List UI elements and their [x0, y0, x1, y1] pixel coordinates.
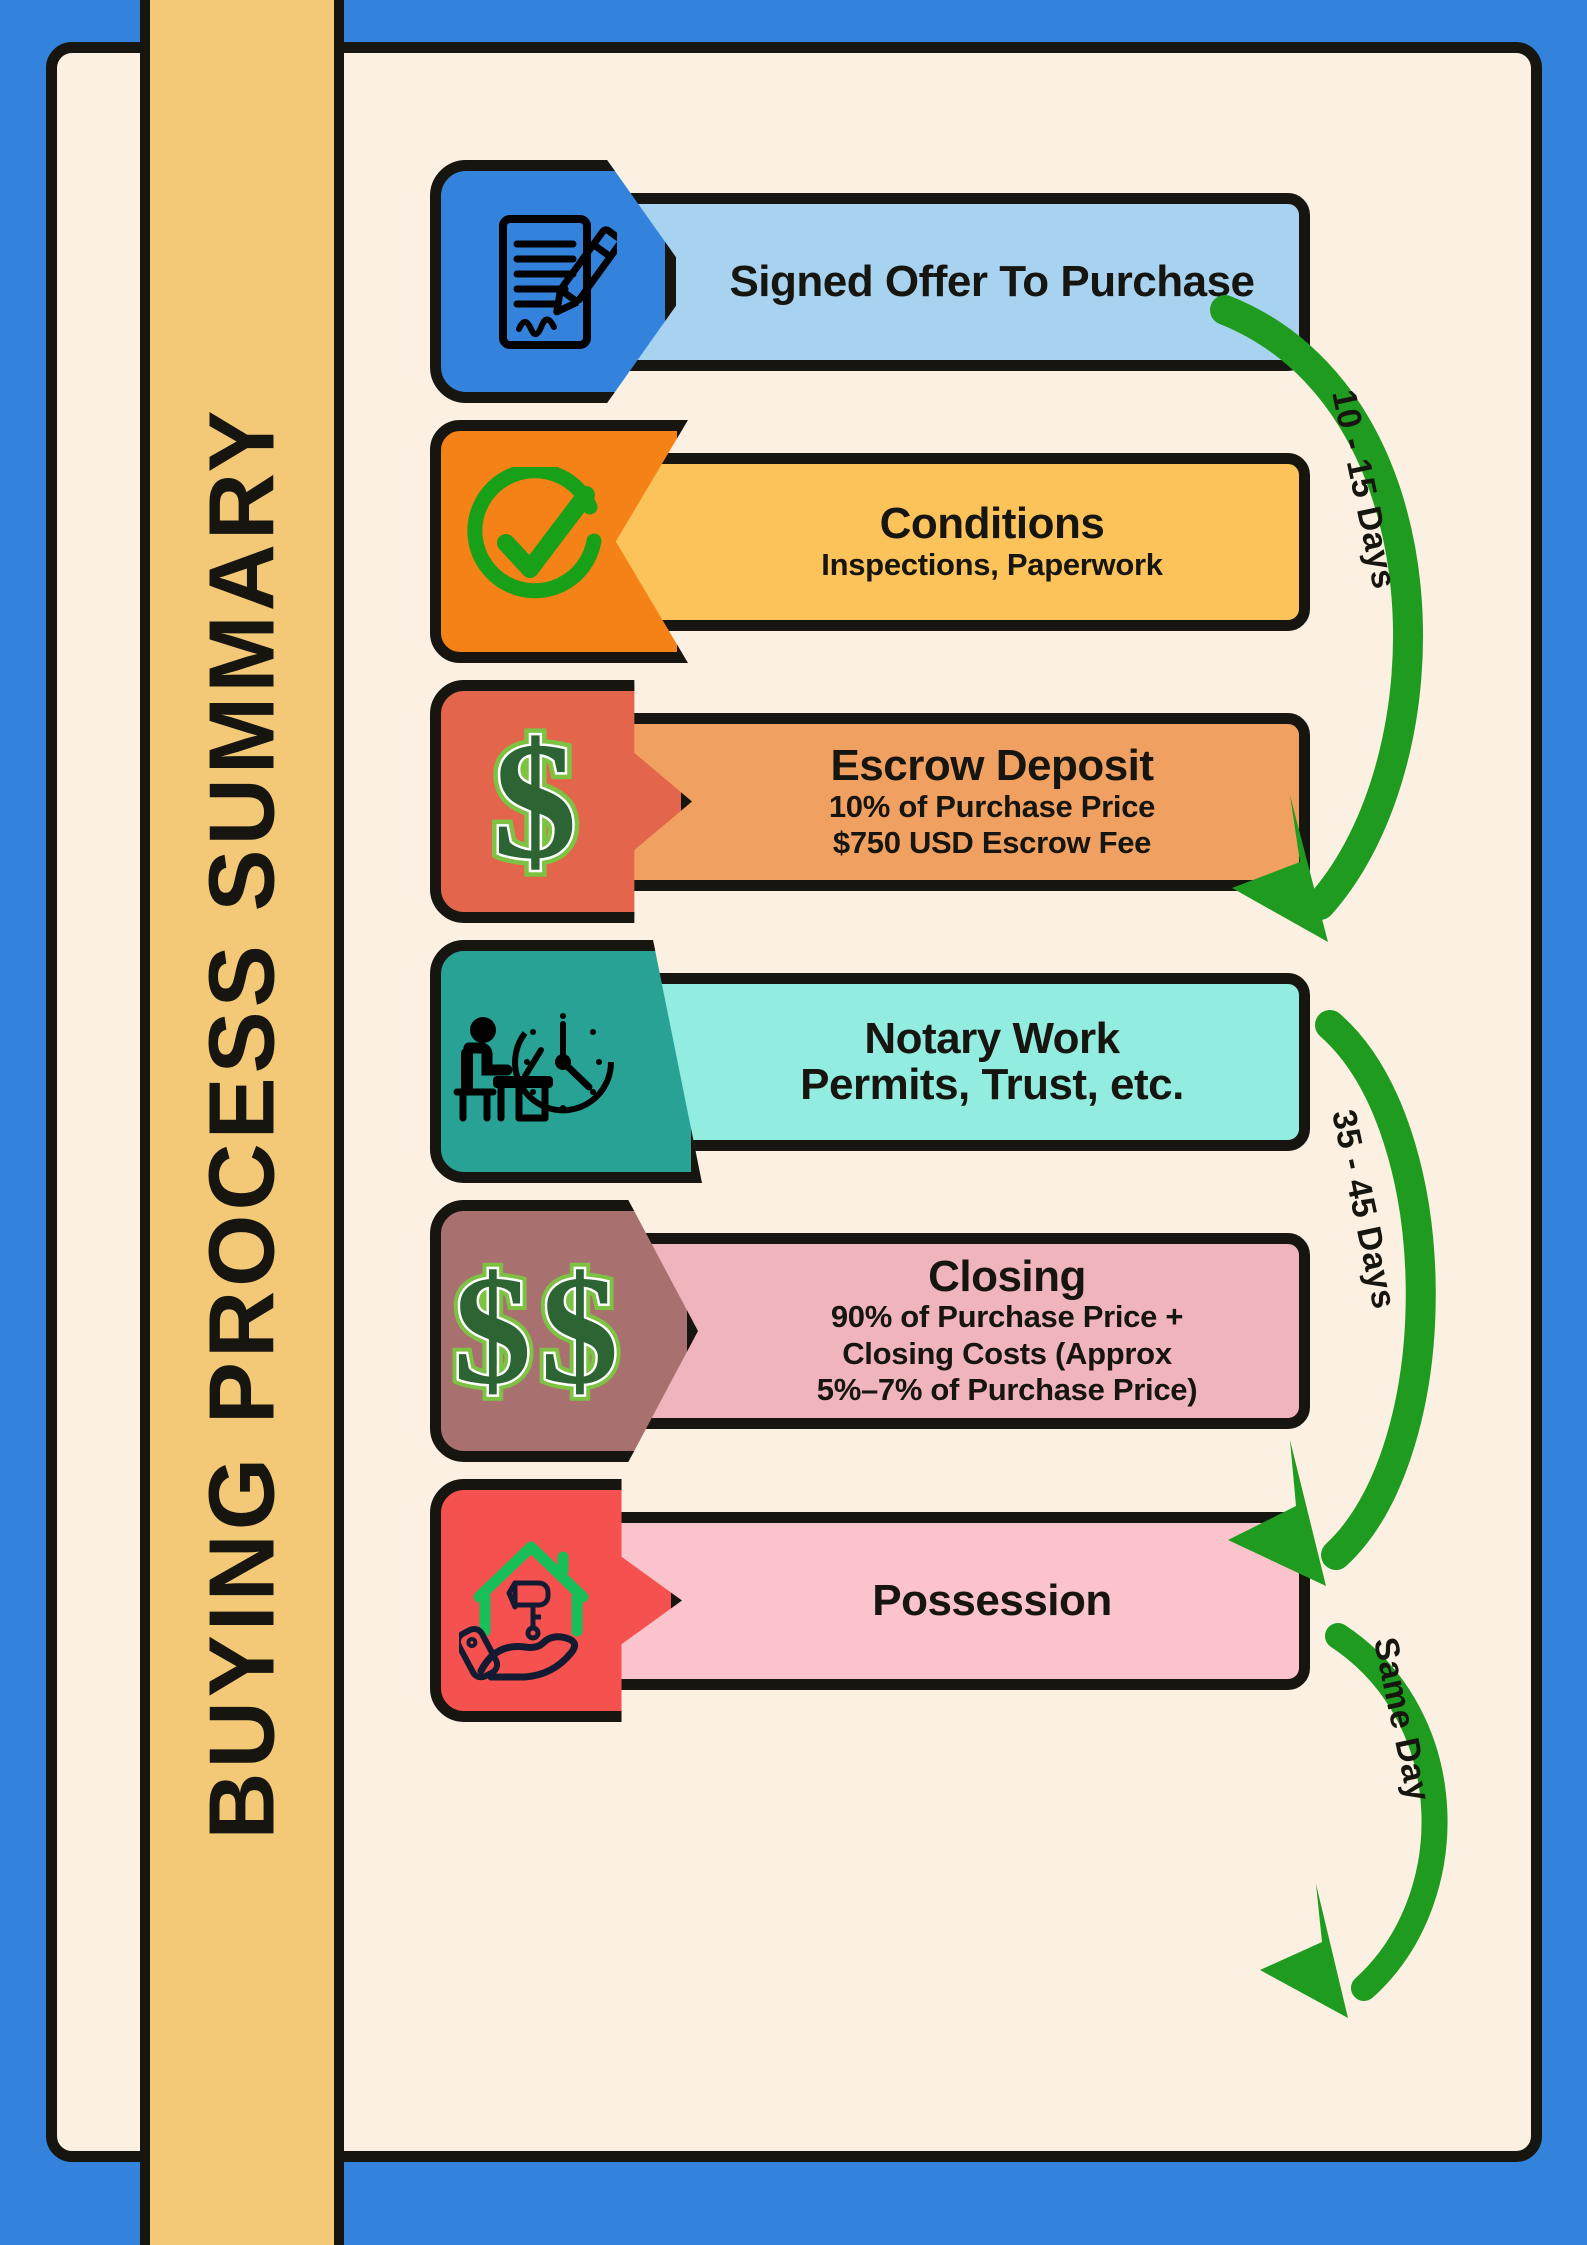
step-notary-work[interactable]: Notary Work Permits, Trust, etc.	[430, 940, 1310, 1183]
step-panel: Notary Work Permits, Trust, etc.	[598, 973, 1310, 1151]
step-subtitle-line2: $750 USD Escrow Fee	[832, 824, 1152, 860]
step-subtitle: Permits, Trust, etc.	[800, 1060, 1184, 1109]
step-subtitle-line1: 90% of Purchase Price +	[830, 1299, 1184, 1335]
step-title: Signed Offer To Purchase	[729, 257, 1255, 307]
step-possession[interactable]: Possession	[430, 1479, 1310, 1722]
svg-text:$: $	[453, 1251, 531, 1411]
process-steps-list: Signed Offer To Purchase	[430, 160, 1310, 1739]
step-title: Notary Work	[864, 1014, 1120, 1064]
step-escrow-deposit[interactable]: Escrow Deposit 10% of Purchase Price $75…	[430, 680, 1310, 923]
svg-text:$: $	[453, 1251, 531, 1411]
svg-text:$: $	[493, 717, 577, 887]
notary-desk-clock-icon	[453, 1012, 615, 1121]
step-subtitle-line1: 10% of Purchase Price	[828, 788, 1156, 824]
step-panel: Possession	[598, 1512, 1310, 1690]
step-title: Possession	[872, 1576, 1112, 1626]
step-panel: Closing 90% of Purchase Price + Closing …	[598, 1233, 1310, 1429]
step-title: Closing	[928, 1251, 1086, 1301]
step-panel: Conditions Inspections, Paperwork	[598, 453, 1310, 631]
vertical-title-banner: BUYING PROCESS SUMMARY	[140, 0, 344, 2245]
house-key-hand-icon	[459, 1541, 589, 1680]
step-title: Conditions	[879, 498, 1105, 548]
step-panel: Escrow Deposit 10% of Purchase Price $75…	[598, 713, 1310, 891]
step-subtitle-line2: Closing Costs (Approx	[842, 1335, 1172, 1371]
step-panel: Signed Offer To Purchase	[598, 193, 1310, 371]
green-check-circle-icon	[467, 466, 602, 598]
double-dollar-sign-icon: $ $ $ $	[447, 1251, 625, 1411]
dollar-sign-icon: $ $	[486, 717, 584, 887]
step-signed-offer-to-purchase[interactable]: Signed Offer To Purchase	[430, 160, 1310, 403]
signed-document-pen-icon	[499, 214, 617, 349]
svg-text:$: $	[540, 1251, 618, 1411]
page-title: BUYING PROCESS SUMMARY	[189, 405, 294, 1840]
svg-text:$: $	[493, 717, 577, 887]
step-subtitle-line3: 5%–7% of Purchase Price)	[816, 1372, 1198, 1407]
step-icon-tab	[430, 940, 702, 1183]
step-title: Escrow Deposit	[830, 740, 1154, 790]
step-subtitle: Inspections, Paperwork	[821, 546, 1163, 582]
step-closing[interactable]: Closing 90% of Purchase Price + Closing …	[430, 1200, 1310, 1462]
step-icon-tab	[430, 160, 676, 403]
svg-text:$: $	[540, 1251, 618, 1411]
step-icon-tab: $ $	[430, 680, 692, 923]
step-conditions[interactable]: Conditions Inspections, Paperwork	[430, 420, 1310, 663]
